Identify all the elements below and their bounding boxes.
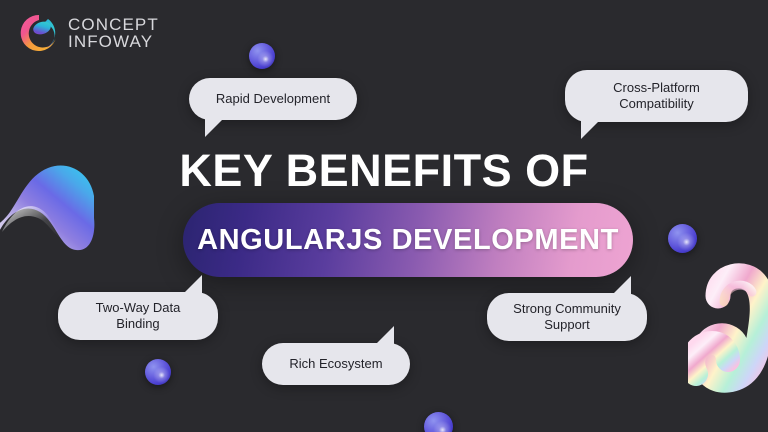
bubble-tail-icon — [182, 275, 202, 295]
logo-text-line2: INFOWAY — [68, 32, 154, 51]
bubble-tail-icon — [205, 117, 225, 137]
benefit-label: Rich Ecosystem — [289, 355, 383, 371]
benefit-bubble-rich-ecosystem[interactable]: Rich Ecosystem — [262, 326, 410, 385]
concept-infoway-swirl-logo-icon — [20, 14, 57, 51]
bubble-tail-icon — [611, 276, 631, 296]
sphere-bottom-edge — [424, 412, 453, 432]
sphere-left-bottom — [145, 359, 171, 385]
benefit-label: Cross-Platform Compatibility — [613, 79, 700, 111]
glass-loop-decoration — [688, 263, 768, 393]
logo-text-line1: CONCEPT — [68, 14, 159, 34]
sphere-right-mid — [668, 224, 697, 253]
benefit-label: Strong Community Support — [513, 300, 621, 332]
benefit-label: Rapid Development — [215, 90, 331, 106]
benefit-bubble-rapid-development[interactable]: Rapid Development — [189, 78, 357, 137]
benefit-bubble-strong-community-support[interactable]: Strong Community Support — [487, 276, 647, 341]
subtitle-pill: ANGULARJS DEVELOPMENT — [183, 203, 633, 277]
sphere-top-center — [249, 43, 275, 69]
page-subtitle: ANGULARJS DEVELOPMENT — [197, 223, 619, 256]
benefit-bubble-cross-platform-compatibility[interactable]: Cross-Platform Compatibility — [565, 70, 748, 139]
brand-logo: CONCEPT INFOWAY — [18, 12, 159, 54]
page-title: KEY BENEFITS OF — [179, 145, 589, 196]
bubble-tail-icon — [374, 326, 394, 346]
bubble-tail-icon — [581, 119, 601, 139]
benefit-bubble-two-way-data-binding[interactable]: Two-Way Data Binding — [58, 275, 218, 340]
benefit-label: Two-Way Data Binding — [95, 299, 181, 331]
